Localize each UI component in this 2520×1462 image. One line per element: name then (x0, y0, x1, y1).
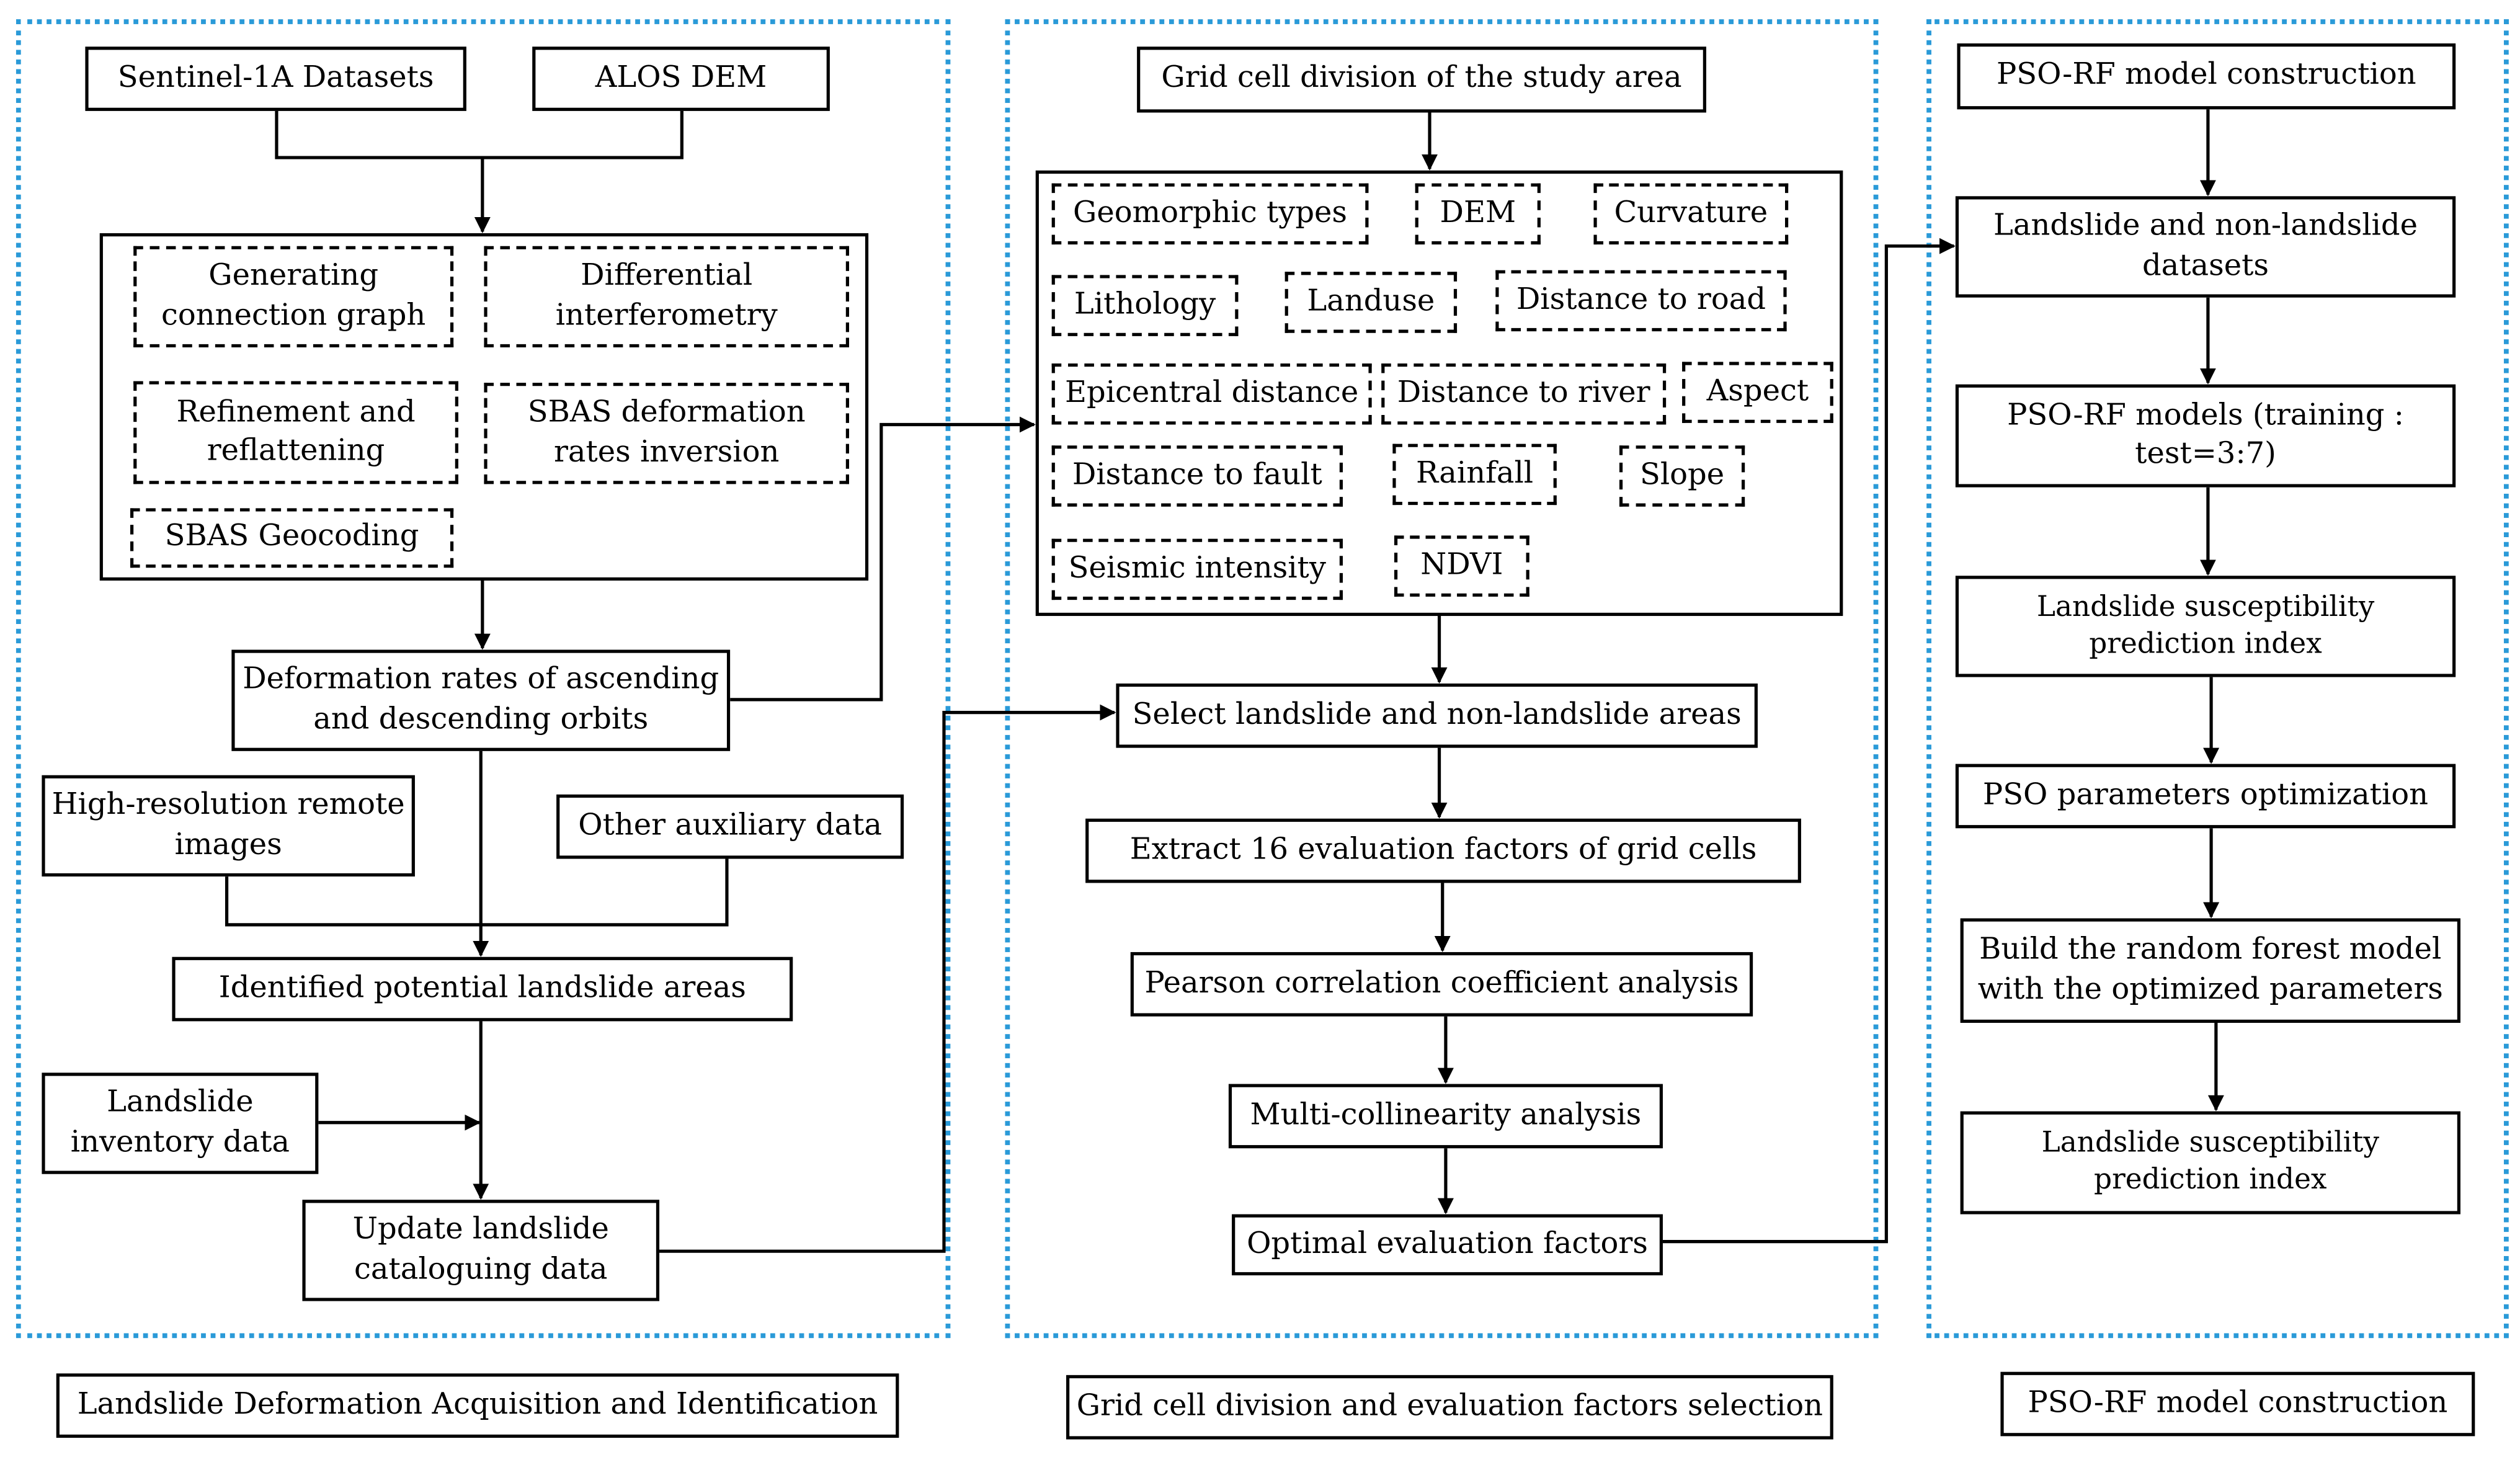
factor-distance-to-road: Distance to road (1495, 270, 1787, 332)
arrow-update-to-select (657, 704, 1116, 1253)
factor-dem: DEM (1415, 183, 1541, 245)
factor-aspect: Aspect (1682, 362, 1833, 423)
connection-graph-step: Generating connection graph (133, 246, 454, 348)
multicollinearity-box: Multi-collinearity analysis (1228, 1084, 1663, 1149)
merge-line-auxiliary (225, 857, 729, 927)
deformation-rates-box: Deformation rates of ascending and desce… (231, 649, 731, 751)
landslide-inventory-box: Landslide inventory data (42, 1072, 319, 1174)
factor-landuse: Landuse (1284, 272, 1458, 333)
refinement-reflattening-step: Refinement and reflattening (133, 381, 458, 484)
alos-dem-box: ALOS DEM (532, 47, 830, 111)
factor-distance-to-river: Distance to river (1381, 363, 1667, 425)
caption-acquisition: Landslide Deformation Acquisition and Id… (56, 1373, 899, 1438)
auxiliary-data-box: Other auxiliary data (556, 794, 904, 859)
build-random-forest-box: Build the random forest model with the o… (1960, 918, 2460, 1023)
merge-line-inputs (275, 109, 683, 159)
factor-geomorphic-types: Geomorphic types (1051, 183, 1369, 245)
susceptibility-index-box-2: Landslide susceptibility prediction inde… (1960, 1111, 2460, 1215)
pso-rf-models-box: PSO-RF models (training : test=3:7) (1955, 384, 2456, 488)
factor-group (1035, 170, 1843, 617)
differential-interferometry-step: Differential interferometry (484, 246, 849, 348)
factor-seismic-intensity: Seismic intensity (1051, 538, 1343, 600)
extract-factors-box: Extract 16 evaluation factors of grid ce… (1085, 818, 1801, 883)
grid-cell-division-box: Grid cell division of the study area (1137, 47, 1706, 113)
pso-optimization-box: PSO parameters optimization (1955, 764, 2456, 829)
factor-lithology: Lithology (1051, 275, 1239, 336)
optimal-factors-box: Optimal evaluation factors (1232, 1214, 1663, 1276)
factor-slope: Slope (1619, 445, 1745, 507)
susceptibility-index-box-1: Landslide susceptibility prediction inde… (1955, 576, 2456, 677)
caption-model: PSO-RF model construction (2000, 1371, 2475, 1437)
panel-acquisition (16, 19, 951, 1339)
pearson-analysis-box: Pearson correlation coefficient analysis (1130, 952, 1753, 1017)
landslide-datasets-box: Landslide and non-landslide datasets (1955, 196, 2456, 298)
factor-ndvi: NDVI (1394, 535, 1529, 597)
sbas-processing-group (99, 233, 869, 581)
sbas-inversion-step: SBAS deformation rates inversion (484, 383, 849, 484)
pso-rf-construction-box: PSO-RF model construction (1957, 43, 2456, 110)
sbas-geocoding-step: SBAS Geocoding (130, 508, 454, 568)
update-cataloguing-box: Update landslide cataloguing data (302, 1200, 660, 1301)
identified-landslide-areas-box: Identified potential landslide areas (172, 956, 793, 1022)
select-landslide-areas-box: Select landslide and non-landslide areas (1116, 683, 1758, 748)
high-resolution-images-box: High-resolution remote images (42, 775, 415, 877)
arrow-optimal-to-datasets (1662, 238, 1956, 1244)
sentinel-datasets-box: Sentinel-1A Datasets (85, 47, 466, 111)
factor-rainfall: Rainfall (1392, 444, 1557, 506)
caption-grid: Grid cell division and evaluation factor… (1066, 1375, 1833, 1440)
factor-epicentral-distance: Epicentral distance (1051, 363, 1372, 425)
panel-model (1926, 19, 2509, 1339)
panel-grid (1005, 19, 1879, 1339)
arrow-rates-to-factors (730, 416, 1036, 702)
factor-curvature: Curvature (1593, 183, 1789, 245)
factor-distance-to-fault: Distance to fault (1051, 445, 1343, 507)
